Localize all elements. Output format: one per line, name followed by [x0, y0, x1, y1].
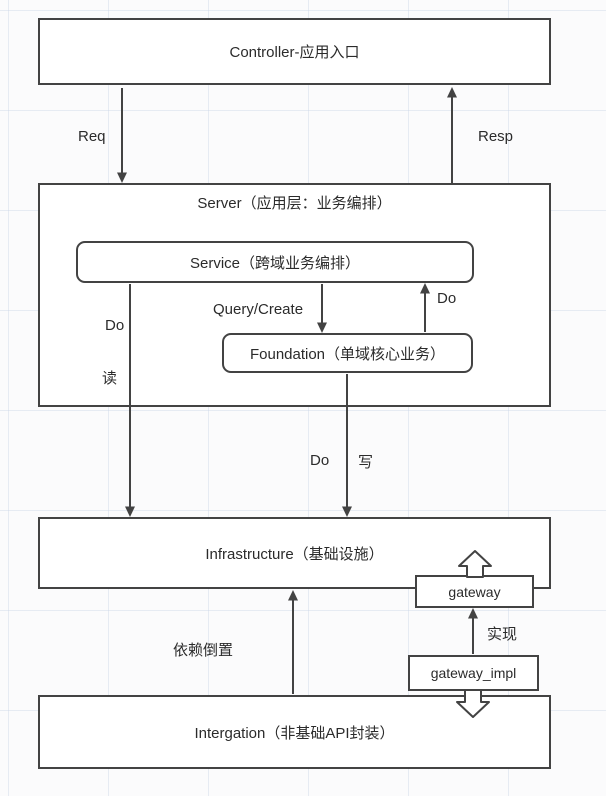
node-foundation: Foundation（单域核心业务）: [222, 333, 473, 373]
node-intergation-label: Intergation（非基础API封装）: [194, 724, 395, 742]
node-gateway-impl-label: gateway_impl: [430, 665, 517, 681]
node-infrastructure-label: Infrastructure（基础设施）: [205, 545, 384, 563]
edge-label-dependency-inversion: 依赖倒置: [173, 642, 234, 659]
edge-label-write: 写: [358, 454, 374, 471]
edge-implement-arrow: [468, 608, 478, 654]
node-service-label: Service（跨域业务编排）: [189, 254, 361, 272]
node-gateway: gateway: [415, 575, 534, 608]
edge-label-implement: 实现: [487, 626, 518, 643]
edge-req-arrow: [117, 88, 127, 183]
edge-label-read: 读: [102, 370, 118, 387]
node-gateway-label: gateway: [448, 583, 501, 600]
edge-label-req: Req: [78, 128, 106, 145]
edge-label-query-create: Query/Create: [213, 301, 304, 318]
node-intergation: Intergation（非基础API封装）: [38, 695, 551, 769]
edge-resp-arrow: [447, 87, 457, 183]
node-foundation-label: Foundation（单域核心业务）: [249, 345, 446, 363]
edge-label-resp: Resp: [478, 128, 514, 145]
node-service: Service（跨域业务编排）: [76, 241, 474, 283]
edge-dependency-inversion-arrow: [288, 590, 298, 694]
node-gateway-impl: gateway_impl: [408, 655, 539, 691]
node-controller: Controller-应用入口: [38, 18, 551, 85]
edge-label-do-bottom: Do: [310, 452, 330, 469]
edge-label-do-left: Do: [105, 317, 125, 334]
edge-label-do-up: Do: [437, 290, 457, 307]
node-controller-label: Controller-应用入口: [229, 44, 360, 61]
node-server-label: Server（应用层：业务编排）: [197, 195, 392, 212]
